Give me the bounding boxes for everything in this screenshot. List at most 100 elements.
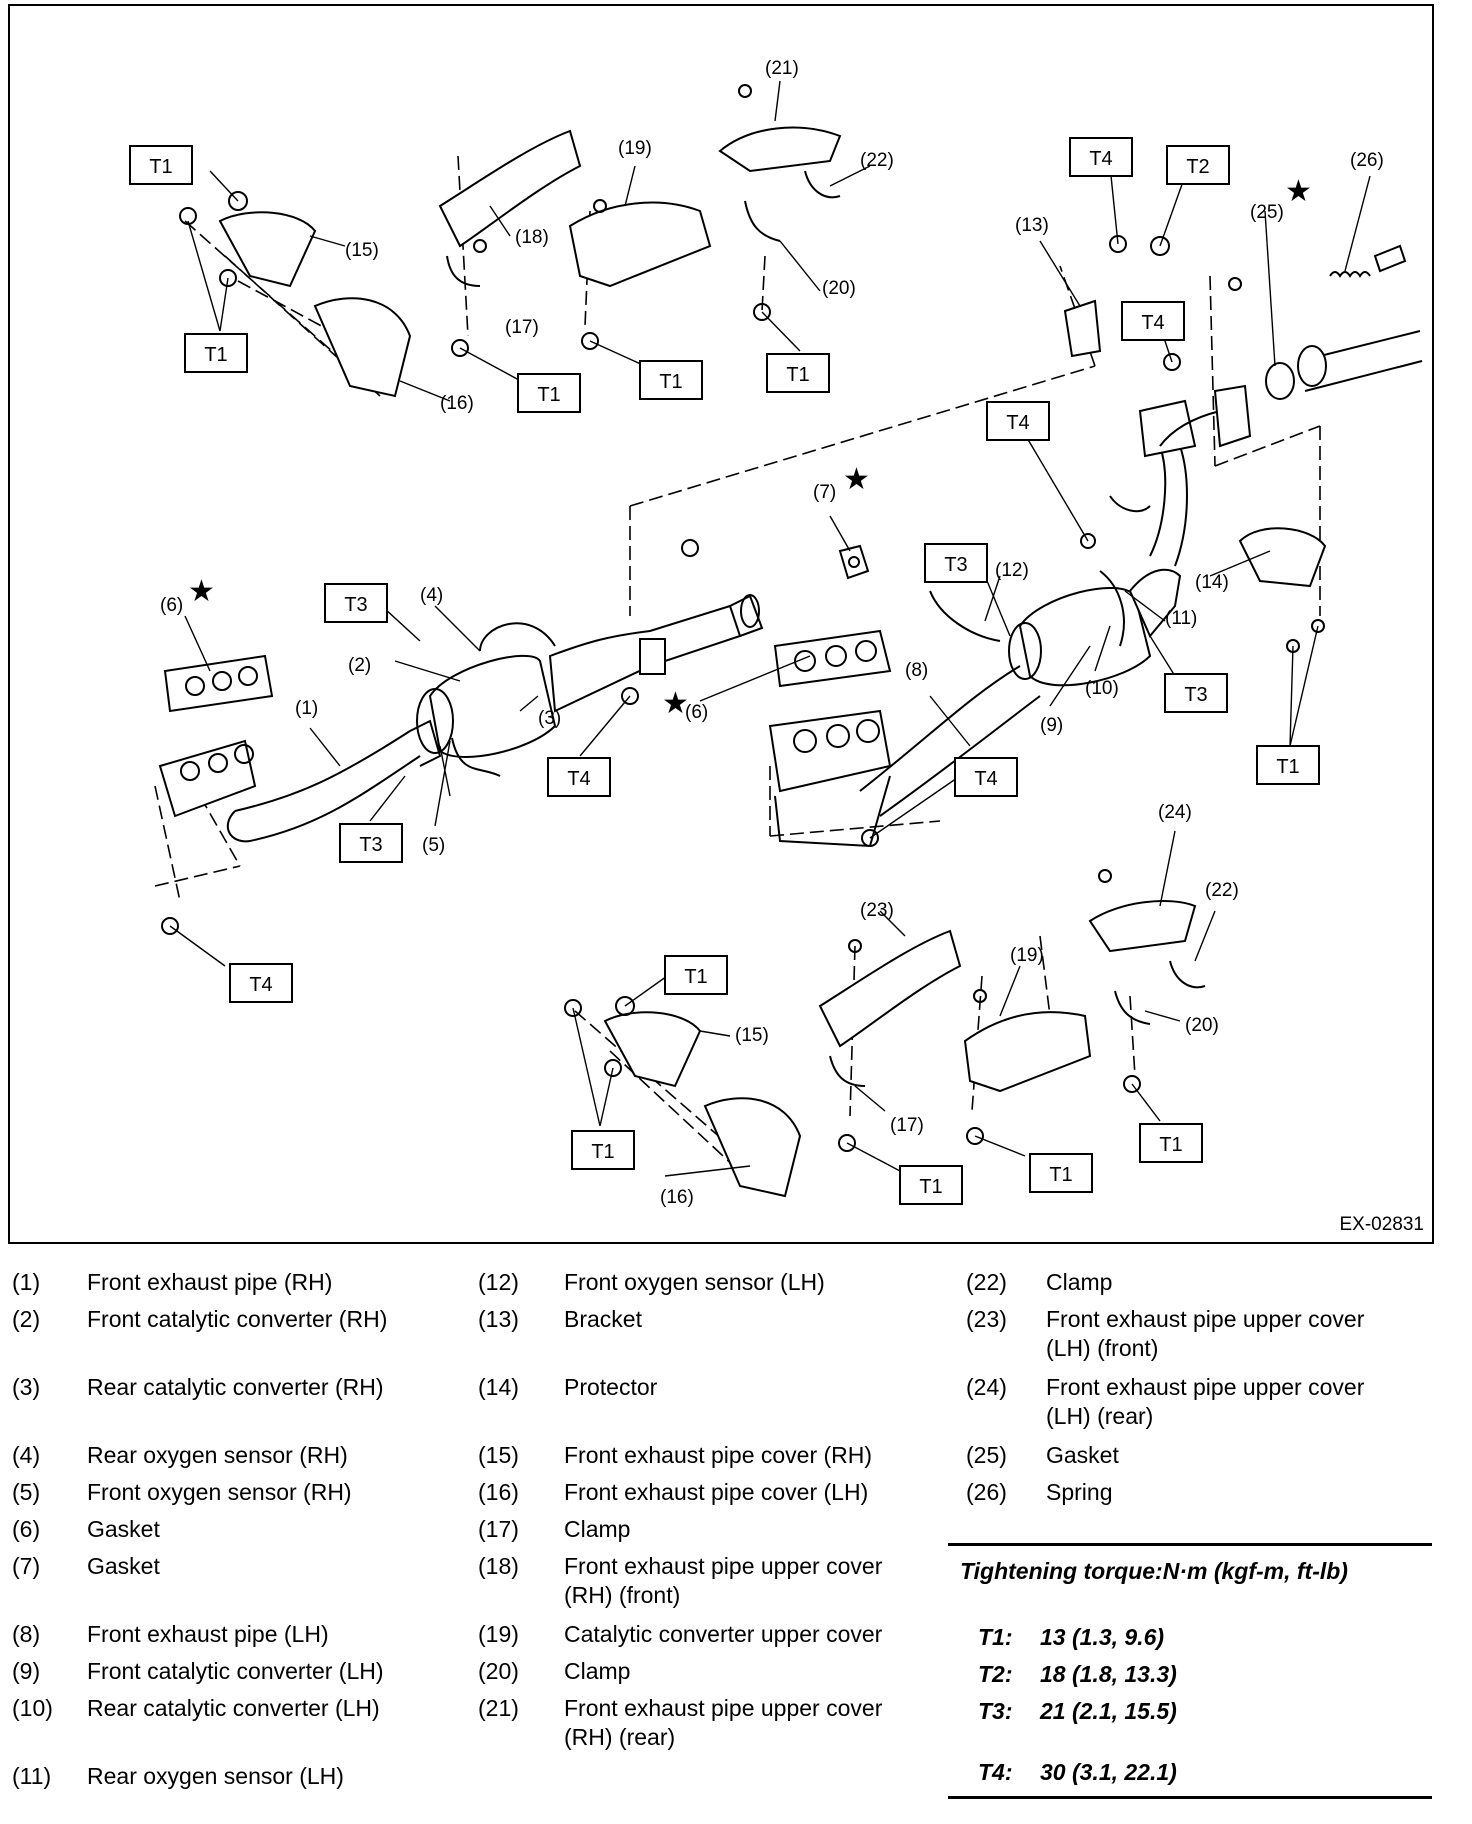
front-exhaust-pipe-lh <box>768 665 1041 848</box>
svg-text:T3: T3 <box>1184 684 1207 706</box>
callout-10: (10) <box>1085 678 1119 699</box>
upper-cover-rh-front-top <box>438 129 582 248</box>
torque-title: Tightening torque:N·m (kgf-m, ft-lb) <box>960 1558 1348 1584</box>
callout-22a: (22) <box>860 150 894 171</box>
svg-text:T1: T1 <box>591 1141 614 1163</box>
diagram-drawing: T1 T1 T1 T1 T1 T4 T2 T4 T4 T3 T3 T1 T3 T… <box>129 58 1423 1208</box>
tag-t1-d: T1 <box>639 360 703 400</box>
callout-24: (24) <box>1158 802 1192 823</box>
clamp-22-bottom <box>1169 960 1206 989</box>
callout-13: (13) <box>1015 215 1049 236</box>
callout-2: (2) <box>348 655 371 676</box>
callout-23: (23) <box>860 900 894 921</box>
tag-t3-c: T3 <box>324 583 388 623</box>
svg-text:T1: T1 <box>786 364 809 386</box>
tag-t2: T2 <box>1166 145 1230 185</box>
star-icon-6b: ★ <box>662 687 689 720</box>
callout-20b: (20) <box>1185 1015 1219 1036</box>
svg-text:T3: T3 <box>359 834 382 856</box>
rear-flange <box>1297 345 1327 387</box>
svg-text:T4: T4 <box>1006 412 1029 434</box>
callout-18: (18) <box>515 227 549 248</box>
upper-cover-rh-rear-top <box>718 126 842 173</box>
svg-text:T1: T1 <box>919 1176 942 1198</box>
rear-catalytic-converter-lh <box>1128 445 1188 638</box>
callout-26: (26) <box>1350 150 1384 171</box>
callout-15b: (15) <box>735 1025 769 1046</box>
front-o2-sensor-rh-wire <box>451 737 501 777</box>
spring-bolt <box>1373 244 1407 273</box>
bracket-13 <box>1063 299 1102 358</box>
callout-11: (11) <box>1165 608 1197 629</box>
cat-converter-upper-cover-top <box>568 201 712 288</box>
svg-text:T3: T3 <box>344 594 367 616</box>
star-icon-6a: ★ <box>188 575 215 608</box>
svg-text:T1: T1 <box>1159 1134 1182 1156</box>
front-exhaust-pipe-cover-rh-top <box>218 211 412 398</box>
svg-text:T4: T4 <box>567 768 590 790</box>
callout-4: (4) <box>420 585 443 606</box>
tag-t1-c: T1 <box>517 373 581 413</box>
leader-lines <box>169 80 1371 1177</box>
callout-17b: (17) <box>890 1115 924 1136</box>
clamp-20-bottom <box>1114 990 1151 1025</box>
clamp-20-top <box>744 200 781 242</box>
tag-t1-j: T1 <box>1029 1153 1093 1193</box>
callout-6a: (6) <box>160 595 183 616</box>
tag-t1-g: T1 <box>664 955 728 995</box>
tag-t1-a: T1 <box>129 145 193 185</box>
clamp-17-bottom <box>829 1055 866 1087</box>
heat-shield-strap <box>1109 495 1151 513</box>
callout-16b: (16) <box>660 1187 694 1208</box>
svg-text:T4: T4 <box>974 768 997 790</box>
svg-text:T2: T2 <box>1186 156 1209 178</box>
tag-t3-b: T3 <box>1164 673 1228 713</box>
front-catalytic-converter-rh <box>416 654 557 758</box>
tag-t4-f: T4 <box>229 963 293 1003</box>
tag-t1-h: T1 <box>571 1130 635 1170</box>
gasket-6-right <box>773 629 892 688</box>
rear-o2-sensor-rh-wire <box>479 622 556 652</box>
callout-19a: (19) <box>618 138 652 159</box>
callout-7: (7) <box>813 482 836 503</box>
rear-o2-sensor-lh-wire <box>1099 570 1125 647</box>
callout-12: (12) <box>995 560 1029 581</box>
clamp-17-top <box>446 255 481 287</box>
tag-t1-f: T1 <box>1256 745 1320 785</box>
callouts: (1) (2) (3) (4) (5) (6) (6) (7) (8) (9) … <box>160 58 1384 1208</box>
svg-text:T4: T4 <box>1141 312 1164 334</box>
front-catalytic-converter-lh <box>1008 587 1152 687</box>
callout-6b: (6) <box>685 702 708 723</box>
tag-t4-c: T4 <box>986 401 1050 441</box>
callout-1: (1) <box>295 698 318 719</box>
svg-text:T4: T4 <box>249 974 272 996</box>
figure-id: EX-02831 <box>1339 1214 1424 1235</box>
exploded-diagram: T1 T1 T1 T1 T1 T4 T2 T4 T4 T3 T3 T1 T3 T… <box>8 4 1434 1244</box>
protector-14 <box>1238 527 1327 588</box>
gasket-7 <box>838 544 870 580</box>
svg-text:T1: T1 <box>1049 1164 1072 1186</box>
tag-t1-k: T1 <box>1139 1123 1203 1163</box>
spring-26 <box>1329 271 1371 278</box>
callout-22b: (22) <box>1205 880 1239 901</box>
svg-text:T1: T1 <box>537 384 560 406</box>
callout-5: (5) <box>422 835 445 856</box>
tag-t1-i: T1 <box>899 1165 963 1205</box>
tag-t4-a: T4 <box>1069 137 1133 177</box>
svg-text:T1: T1 <box>204 344 227 366</box>
torque-table: Tightening torque:N·m (kgf-m, ft-lb) T1:… <box>948 1543 1432 1799</box>
tag-t1-e: T1 <box>766 353 830 393</box>
callout-9: (9) <box>1040 715 1063 736</box>
tag-t4-d: T4 <box>547 757 611 797</box>
callout-15a: (15) <box>345 240 379 261</box>
torque-tags: T1 T1 T1 T1 T1 T4 T2 T4 T4 T3 T3 T1 T3 T… <box>129 137 1320 1205</box>
star-icon-7: ★ <box>843 463 870 496</box>
gasket-25 <box>1265 362 1295 400</box>
star-icon-25: ★ <box>1285 175 1312 208</box>
svg-text:T1: T1 <box>149 156 172 178</box>
front-exhaust-pipe-rh <box>158 719 442 843</box>
svg-text:T3: T3 <box>944 554 967 576</box>
tag-t1-b: T1 <box>184 333 248 373</box>
upper-cover-lh-rear <box>1088 900 1197 953</box>
upper-cover-lh-front <box>818 929 962 1048</box>
